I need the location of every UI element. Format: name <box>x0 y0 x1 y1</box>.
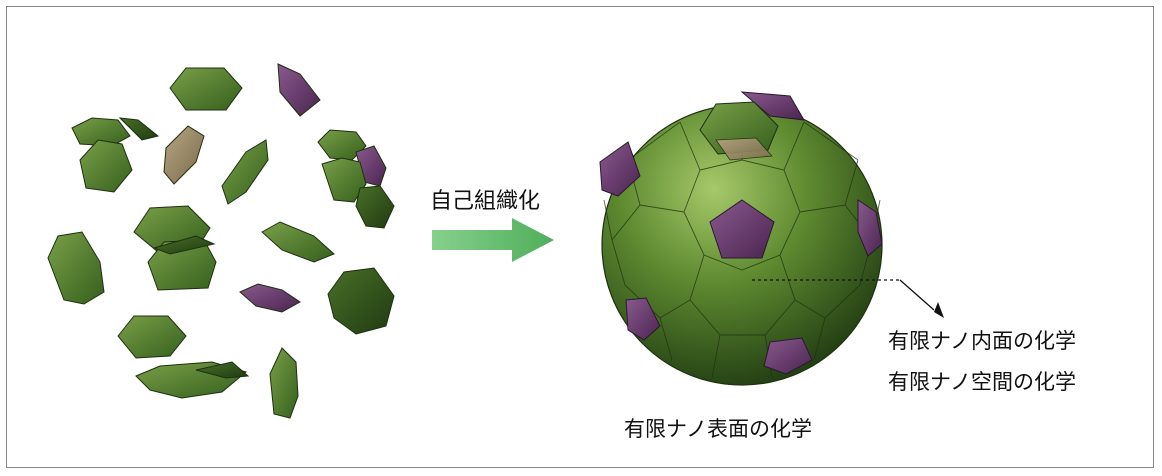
tile-hex <box>321 157 367 203</box>
tile-hex <box>71 117 131 147</box>
inner-space-label: 有限ナノ空間の化学 <box>888 370 1076 394</box>
tile-hex <box>221 139 269 205</box>
tile-hex <box>269 347 299 419</box>
tile-hex <box>195 361 250 379</box>
tile-hex <box>327 267 395 335</box>
inner-surface-label: 有限ナノ内面の化学 <box>888 329 1076 353</box>
tile-tan <box>163 125 205 185</box>
process-arrow <box>432 218 554 262</box>
tile-hex <box>117 315 187 359</box>
tile-purple <box>277 63 321 117</box>
tile-hex <box>355 185 395 229</box>
tile-hex <box>152 235 216 255</box>
self-assembly-label: 自己組織化 <box>430 189 541 214</box>
tile-hex <box>47 231 105 305</box>
fitting-tan <box>715 137 773 161</box>
pentagon-center <box>709 199 775 259</box>
tile-hex <box>79 139 133 193</box>
assembled-sphere <box>599 91 883 386</box>
tile-hex <box>317 129 367 161</box>
inner-pointer <box>752 279 944 318</box>
tile-purple <box>239 283 301 313</box>
tile-hex <box>169 67 243 111</box>
pentagon-bottom-left <box>625 297 661 341</box>
scattered-tiles <box>47 63 395 419</box>
outer-surface-label: 有限ナノ表面の化学 <box>624 417 812 441</box>
tile-hex <box>118 117 160 141</box>
pentagon-bottom-right <box>763 337 813 375</box>
pentagon-left <box>599 141 641 197</box>
pentagon-right <box>857 199 883 257</box>
tile-hex <box>261 221 335 263</box>
